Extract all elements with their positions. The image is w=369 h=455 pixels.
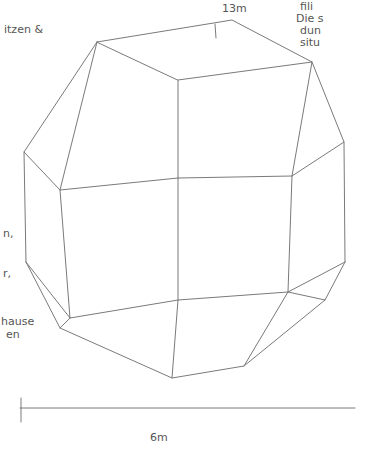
scale-tick xyxy=(21,398,22,422)
upper-band xyxy=(24,42,344,190)
middle-edge xyxy=(288,176,292,292)
middle-edge xyxy=(344,142,345,262)
note-fragment: hause xyxy=(1,316,34,328)
note-fragment: itzen & xyxy=(4,24,43,36)
middle-edge xyxy=(24,152,26,262)
note-fragment: r, xyxy=(3,268,11,280)
note-fragment: Die s xyxy=(296,13,324,25)
upper-edge xyxy=(292,62,312,176)
middle-edge xyxy=(60,190,70,318)
lower-edge xyxy=(60,318,70,328)
lower-edge xyxy=(172,300,178,378)
top-face xyxy=(97,20,312,80)
lower-edge xyxy=(288,292,325,300)
middle-edge xyxy=(178,178,179,300)
note-fragment: en xyxy=(6,329,20,341)
dimension-label: 6m xyxy=(150,432,168,444)
dimension-label: 13m xyxy=(222,3,247,15)
note-fragment: fili xyxy=(300,1,313,13)
upper-edge xyxy=(178,80,179,178)
lower-edge xyxy=(244,292,288,366)
note-fragment: dun xyxy=(300,25,321,37)
dimension-tick xyxy=(215,24,216,38)
scale-line xyxy=(20,408,355,409)
note-fragment: n, xyxy=(3,228,13,240)
lower-band xyxy=(26,262,345,318)
note-fragment: situ xyxy=(300,37,320,49)
upper-edge xyxy=(60,42,97,190)
lower-band xyxy=(26,262,345,378)
